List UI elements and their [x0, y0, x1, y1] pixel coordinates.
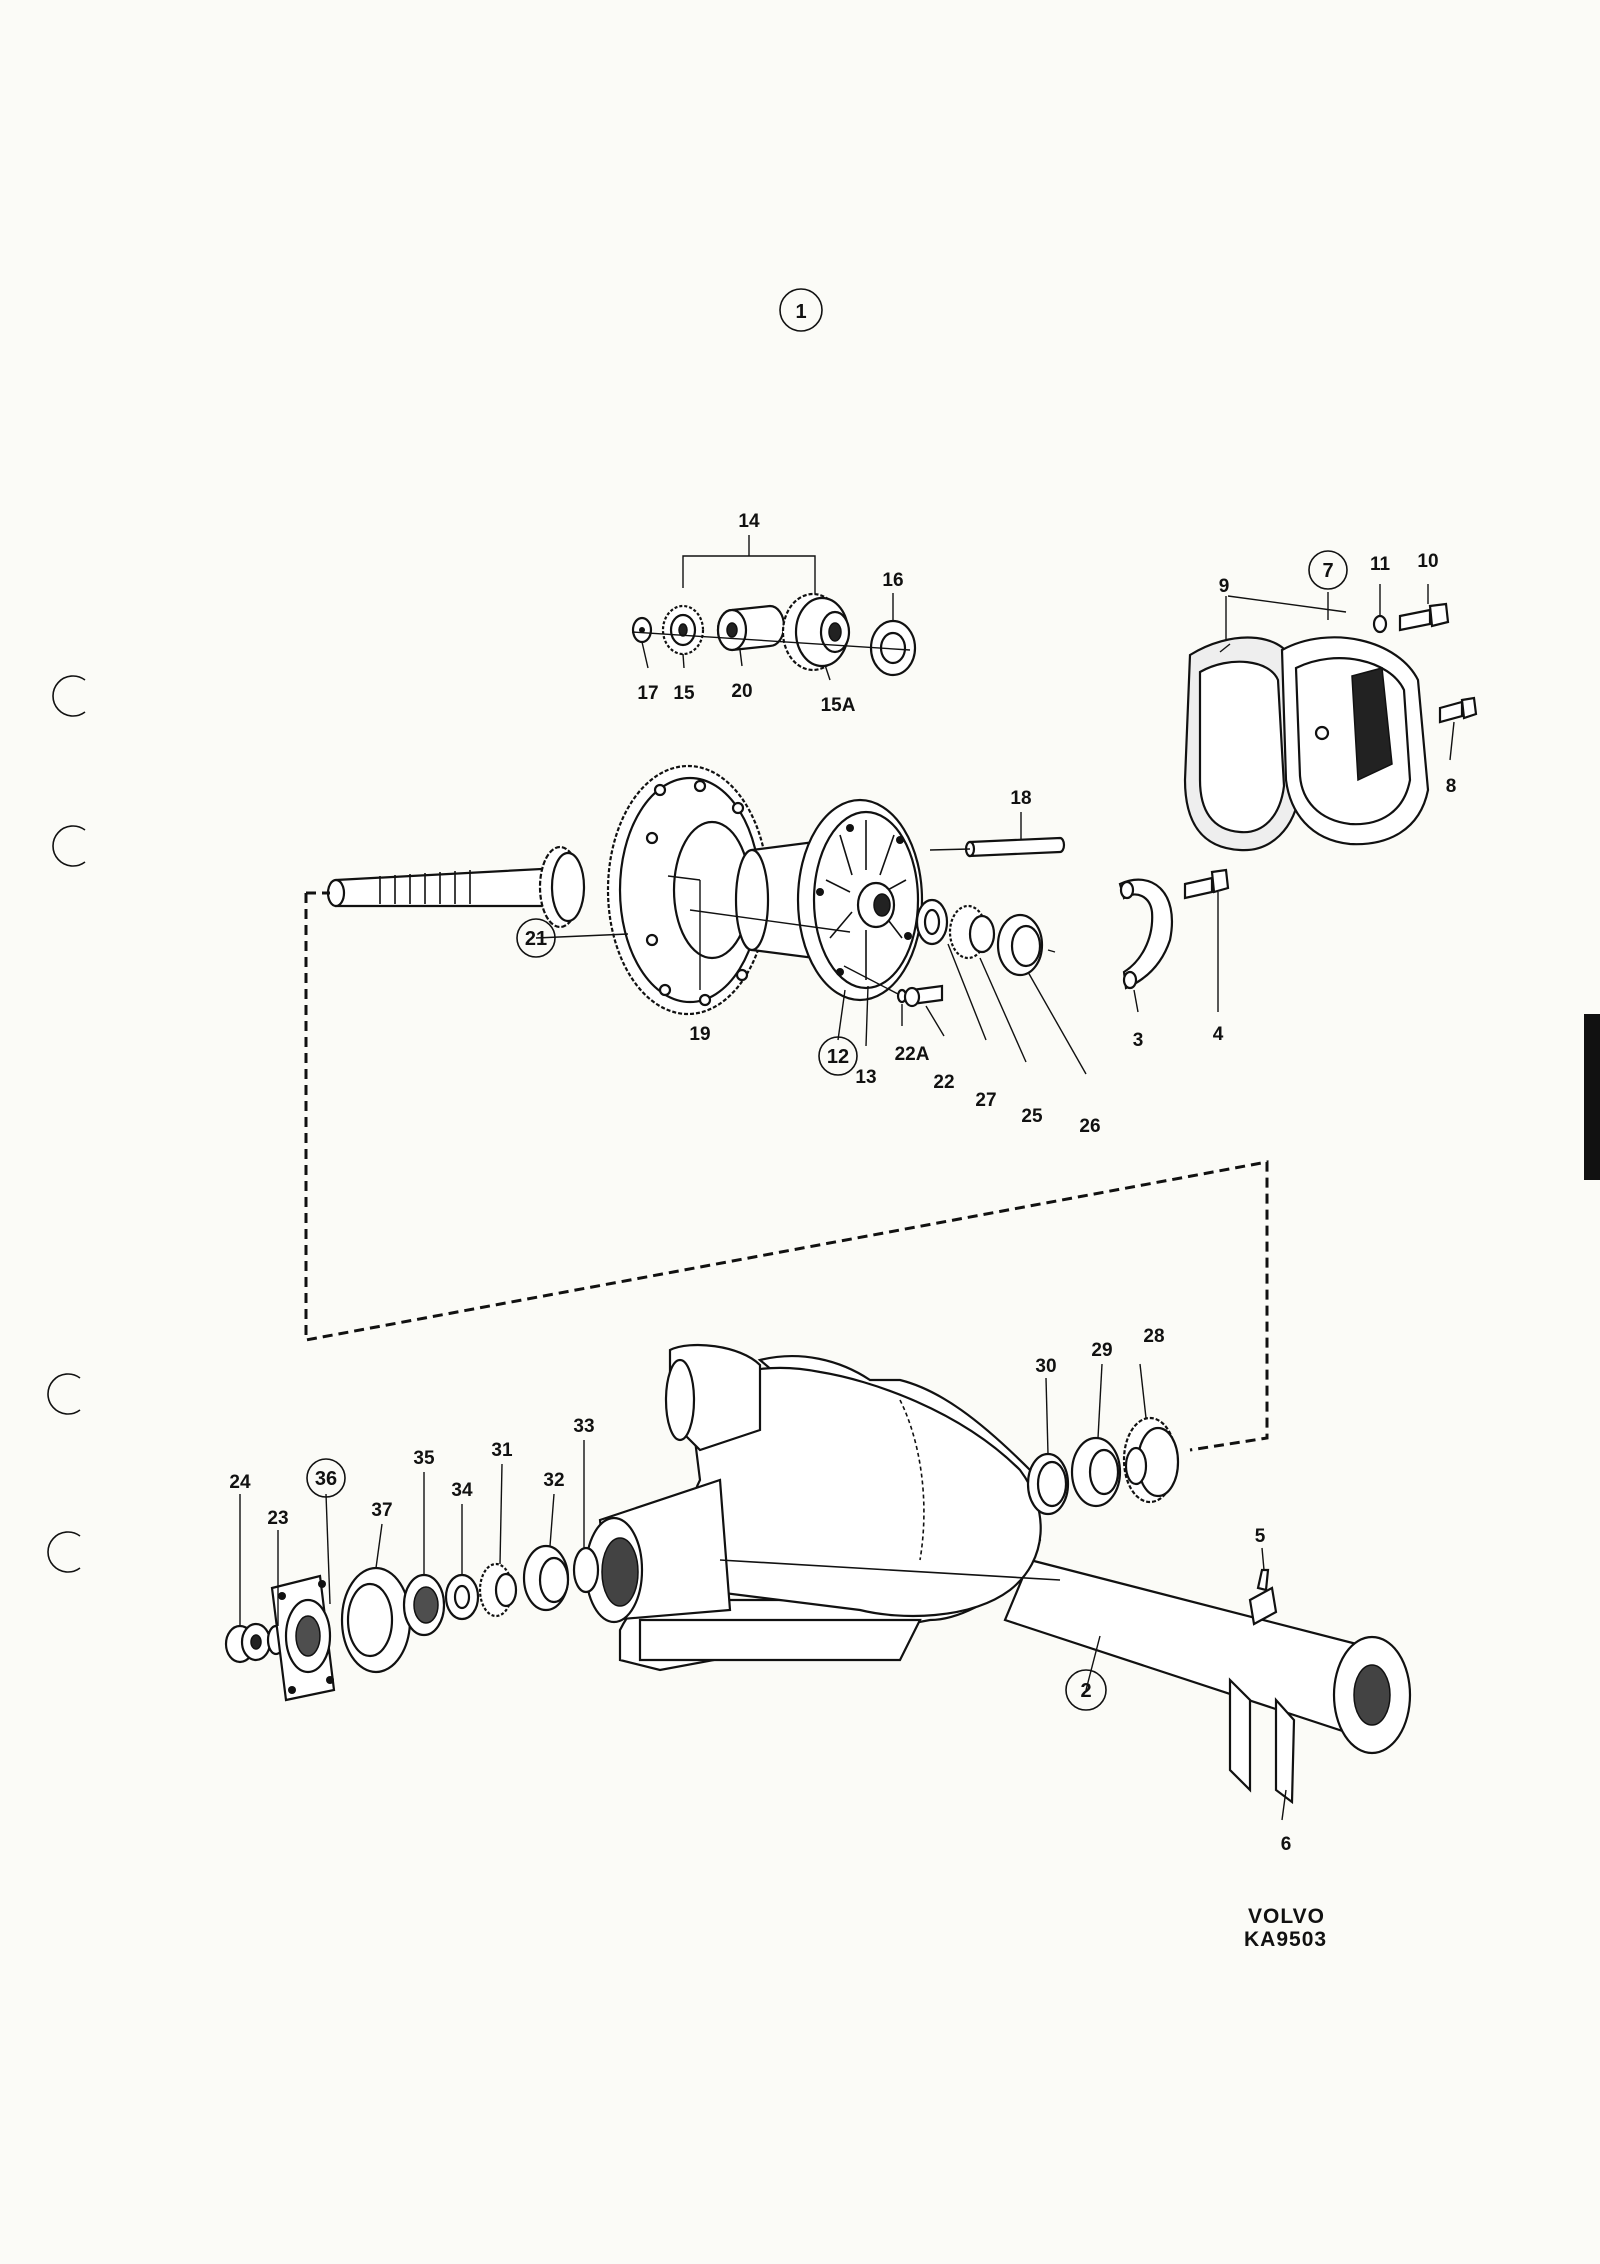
bolt-10: [1398, 602, 1450, 632]
callout-21: 21: [525, 928, 547, 950]
callout-16: 16: [882, 570, 903, 591]
callout-20: 20: [731, 681, 752, 702]
callout-11: 11: [1370, 554, 1391, 575]
callout-34: 34: [451, 1480, 473, 1501]
callout-15: 15: [673, 683, 695, 704]
callout-23: 23: [267, 1508, 288, 1529]
drawing-code: KA9503: [1244, 1928, 1327, 1951]
callout-22a: 22A: [895, 1044, 930, 1065]
callout-37: 37: [371, 1500, 392, 1521]
sleeve-20: [716, 604, 786, 652]
washer-34: [444, 1573, 480, 1621]
differential-carrier-12: [734, 798, 924, 1002]
callout-13: 13: [855, 1067, 876, 1088]
callout-12: 12: [827, 1046, 849, 1068]
callout-labels: 14 16 17 15 20 15A 18 19 13 22A 22 27 25…: [229, 511, 1456, 1855]
shim-30: [1026, 1452, 1070, 1516]
callout-4: 4: [1213, 1024, 1224, 1045]
assembly-path: [304, 891, 1269, 1452]
washer-27: [915, 898, 949, 946]
drawing-id-block: VOLVO KA9503: [1244, 1905, 1327, 1951]
callout-5: 5: [1255, 1526, 1266, 1547]
callout-17: 17: [637, 683, 658, 704]
callout-10: 10: [1417, 551, 1438, 572]
callout-26: 26: [1079, 1116, 1100, 1137]
callout-28: 28: [1143, 1326, 1164, 1347]
bracket-14: [682, 535, 816, 600]
bolt-22: [896, 984, 944, 1008]
callout-22: 22: [933, 1072, 954, 1093]
callout-31: 31: [491, 1440, 513, 1461]
brand-label: VOLVO: [1248, 1905, 1325, 1928]
callout-32: 32: [543, 1470, 564, 1491]
callout-36: 36: [315, 1468, 337, 1490]
washer-17: [631, 616, 653, 644]
binder-hole-1: [52, 675, 86, 717]
spacer-33: [572, 1546, 600, 1594]
callout-14: 14: [738, 511, 760, 532]
bearing-race-32: [522, 1544, 570, 1612]
bearing-cap-3: [1118, 878, 1173, 990]
axis-line-19: [689, 909, 851, 933]
circled-callouts: 7 21 12 2 36: [306, 550, 1348, 1711]
plug-8: [1438, 696, 1478, 724]
sheet-number-label: 1: [795, 301, 806, 323]
axle-housing-2: [584, 1343, 1412, 1805]
callout-15a: 15A: [821, 695, 856, 716]
ring-gear-21: [606, 764, 770, 1016]
callout-29: 29: [1091, 1340, 1112, 1361]
callout-27: 27: [975, 1090, 996, 1111]
axis-line-mid: [843, 965, 899, 995]
callout-9: 9: [1219, 576, 1230, 597]
pinion-nut-24: [224, 1622, 272, 1664]
axis-line-top: [631, 631, 911, 651]
sheet-number: 1: [779, 288, 823, 332]
callout-30: 30: [1035, 1356, 1056, 1377]
callout-33: 33: [573, 1416, 594, 1437]
dust-shield-37: [340, 1566, 412, 1674]
pin-18: [929, 836, 1066, 858]
gasket-9: [1183, 636, 1302, 852]
pinion-gear-15: [661, 604, 705, 656]
washer-11: [1372, 614, 1388, 634]
bearing-29: [1070, 1436, 1122, 1508]
binder-hole-3: [47, 1373, 81, 1415]
callout-19: 19: [689, 1024, 710, 1045]
callout-35: 35: [413, 1448, 435, 1469]
callout-8: 8: [1446, 776, 1457, 797]
callout-18: 18: [1010, 788, 1031, 809]
binder-hole-4: [47, 1531, 81, 1573]
binder-hole-2: [52, 825, 86, 867]
leader-lines: [239, 584, 1455, 1821]
cap-bolt-4: [1183, 868, 1230, 900]
binder-holes: [47, 675, 86, 1573]
bearing-25: [948, 904, 996, 960]
index-tab: [1584, 1014, 1600, 1180]
thrust-washer-16: [869, 619, 917, 677]
callout-2: 2: [1080, 1680, 1091, 1702]
callout-6: 6: [1281, 1834, 1292, 1855]
flange-36: [270, 1574, 336, 1702]
callout-3: 3: [1133, 1030, 1144, 1051]
bearing-race-26: [996, 913, 1056, 977]
callout-7: 7: [1322, 560, 1333, 582]
drive-shaft-21: [326, 845, 586, 929]
pinion-gear-28: [1122, 1416, 1180, 1504]
seal-35: [402, 1573, 446, 1637]
side-gear-15a: [781, 592, 851, 672]
cover-7: [1280, 636, 1430, 846]
callout-25: 25: [1021, 1106, 1043, 1127]
callout-24: 24: [229, 1472, 251, 1493]
bearing-31: [478, 1562, 518, 1618]
